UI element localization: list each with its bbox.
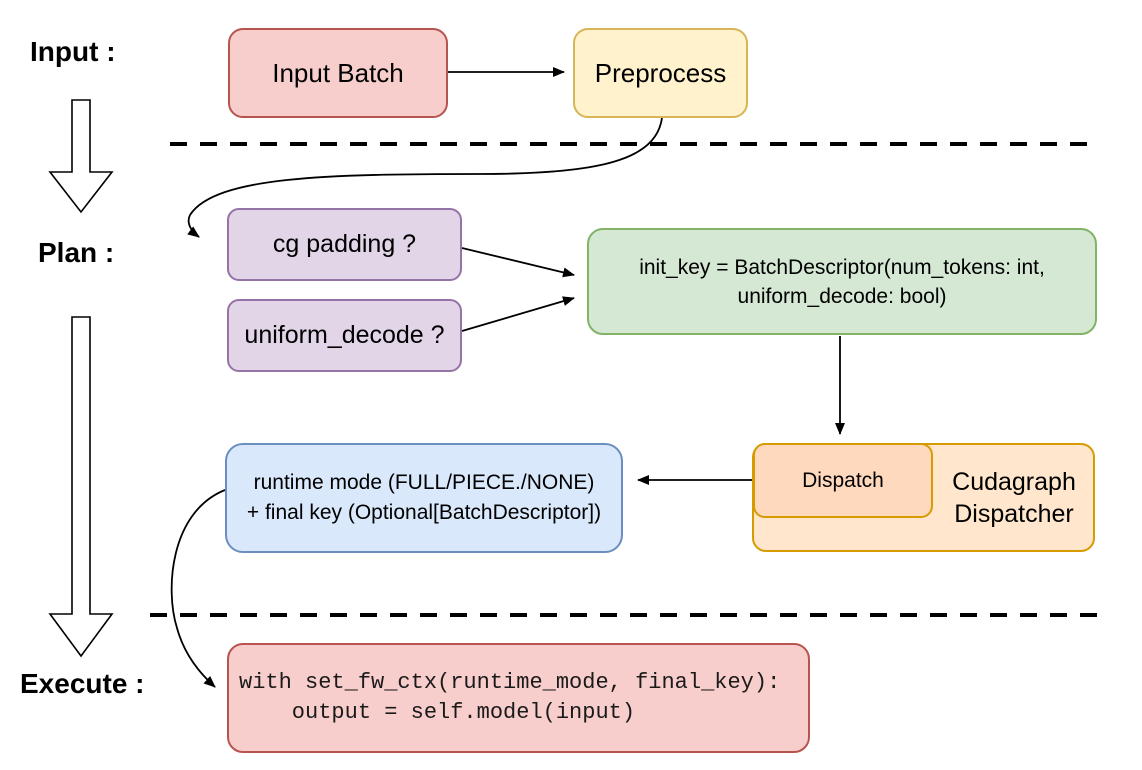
section-label-execute: Execute : [20,668,145,699]
node-runtime-mode-line2: + final key (Optional[BatchDescriptor]) [246,501,602,524]
node-cudagraph-dispatcher-label: Cudagraph Dispatcher [933,443,1095,552]
node-init-key: init_key = BatchDescriptor(num_tokens: i… [587,228,1097,335]
node-cg-padding-label: cg padding ? [272,230,417,258]
node-dispatch: Dispatch [753,443,933,518]
node-execute-code-line1: with set_fw_ctx(runtime_mode, final_key)… [239,670,781,695]
arrow-uniform-decode-to-init-key [461,296,575,332]
node-input-batch: Input Batch [228,28,448,118]
node-init-key-line2: uniform_decode: bool) [737,284,947,308]
section-label-input: Input : [30,36,116,67]
node-runtime-mode-line1: runtime mode (FULL/PIECE./NONE) [253,471,595,494]
block-arrow-input-to-plan-icon [48,99,114,214]
node-uniform-decode: uniform_decode ? [227,299,462,372]
node-preprocess: Preprocess [573,28,748,118]
node-uniform-decode-label: uniform_decode ? [244,321,445,349]
node-execute-code: with set_fw_ctx(runtime_mode, final_key)… [227,643,810,753]
block-arrow-plan-to-execute-icon [48,316,114,658]
node-execute-code-line2: output = self.model(input) [239,700,636,725]
node-init-key-line1: init_key = BatchDescriptor(num_tokens: i… [639,255,1045,279]
node-runtime-mode: runtime mode (FULL/PIECE./NONE) + final … [225,443,623,553]
node-dispatch-label: Dispatch [802,468,884,492]
arrow-cg-padding-to-init-key [461,247,575,278]
arrow-runtime-mode-to-execute-code [170,489,226,688]
node-cudagraph-dispatcher-line1: Cudagraph [952,467,1076,496]
node-cudagraph-dispatcher-line2: Dispatcher [954,499,1074,528]
node-input-batch-label: Input Batch [272,57,404,88]
node-preprocess-label: Preprocess [594,57,727,88]
node-cg-padding: cg padding ? [227,208,462,281]
section-label-plan: Plan : [38,237,115,268]
